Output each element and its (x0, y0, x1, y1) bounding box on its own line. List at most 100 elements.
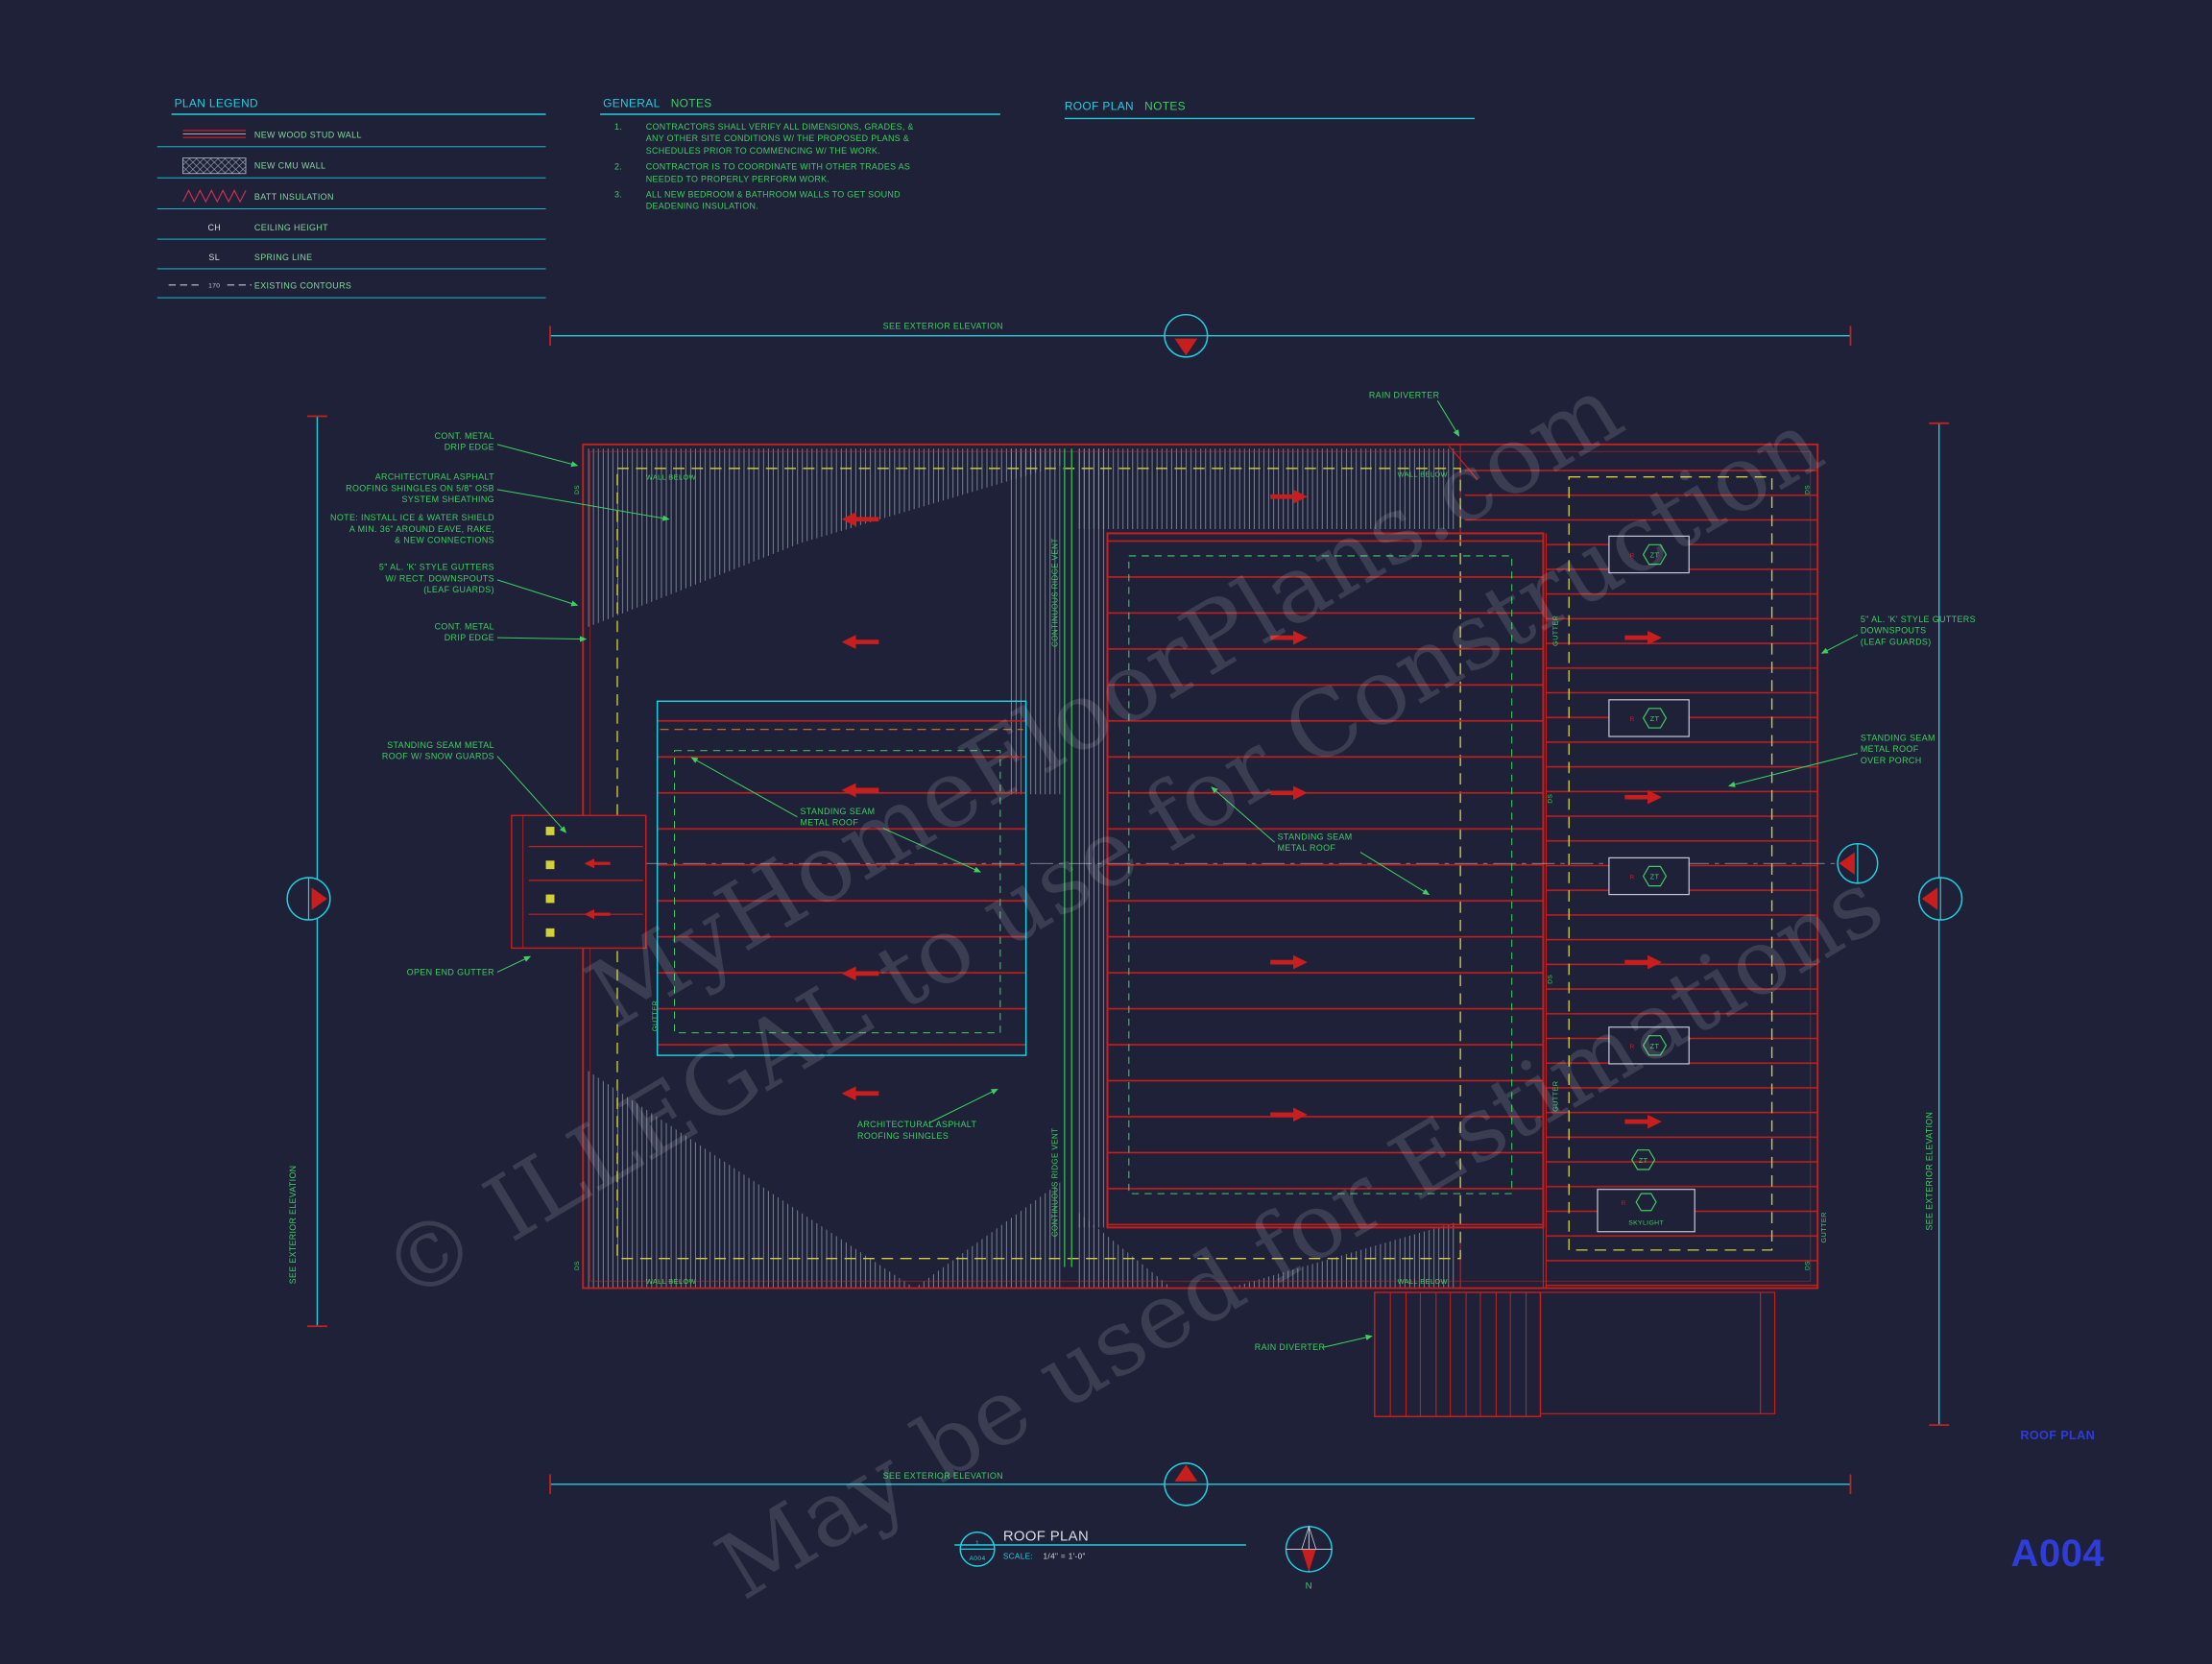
svg-text:R: R (1629, 1044, 1634, 1050)
standing-seam-roof-center (1106, 532, 1545, 1229)
svg-text:R: R (1622, 1200, 1626, 1207)
annotation-ssm-center: STANDING SEAM METAL ROOF (1211, 786, 1431, 896)
ridge-vent (1064, 448, 1073, 1267)
north-arrow-icon: N (1285, 1525, 1333, 1592)
svg-text:170: 170 (208, 283, 220, 290)
porch-deck (1539, 1291, 1776, 1414)
elevation-marker-icon (1837, 842, 1879, 884)
downspout-label: DS (1804, 1261, 1811, 1270)
skylight-label: SKYLIGHT (1628, 1219, 1664, 1226)
gutter-label: GUTTER (1819, 1212, 1828, 1242)
downspout-label: DS (574, 485, 581, 494)
general-note-item: 3.ALL NEW BEDROOM & BATHROOM WALLS TO GE… (614, 191, 901, 212)
detail-bubble: 1 A004 (959, 1531, 996, 1567)
skylight-box: R ZT (1608, 1026, 1690, 1065)
annotation-drip-edge-mid: CONT. METAL DRIP EDGE (435, 621, 588, 642)
cmu-wall-symbol-icon (182, 157, 247, 175)
svg-text:OPEN END GUTTER: OPEN END GUTTER (407, 967, 494, 977)
annotation-asphalt-shingles: ARCHITECTURAL ASPHALT ROOFING SHINGLES (857, 1088, 998, 1141)
left-bump-out (511, 814, 647, 950)
sheet-id: ROOF PLAN A004 (2010, 1429, 2104, 1575)
elevation-marker-icon (1918, 877, 1963, 921)
annotation-ssm-left: STANDING SEAM METAL ROOF (690, 757, 981, 873)
svg-text:R: R (1629, 552, 1634, 559)
svg-text:RAIN DIVERTER: RAIN DIVERTER (1255, 1342, 1326, 1352)
scale-value: 1/4" = 1'-0" (1044, 1553, 1086, 1561)
standing-seam-roof-left (656, 700, 1027, 1056)
svg-text:DOWNSPOUTS: DOWNSPOUTS (1861, 626, 1927, 636)
elevation-line-right: SEE EXTERIOR ELEVATION (1924, 422, 1950, 1426)
annotation-porch-roof: STANDING SEAM METAL ROOF OVER PORCH (1727, 733, 1935, 787)
annotation-snow-guards: STANDING SEAM METAL ROOF W/ SNOW GUARDS (382, 740, 567, 833)
svg-text:NOTE: INSTALL ICE & WATER SHIE: NOTE: INSTALL ICE & WATER SHIELD (330, 513, 494, 522)
elevation-marker-icon (1164, 1462, 1209, 1507)
svg-text:OVER PORCH: OVER PORCH (1861, 756, 1922, 765)
see-exterior-elevation-label: SEE EXTERIOR ELEVATION (883, 1471, 1003, 1481)
downspout-label: DS (1547, 975, 1553, 984)
downspout-label: DS (1547, 794, 1553, 804)
wall-below-label: WALL BELOW (646, 473, 696, 482)
legend-label: SPRING LINE (254, 253, 313, 262)
svg-text:ZT: ZT (1639, 1156, 1648, 1165)
slope-arrow-icon (841, 1086, 879, 1101)
legend-label: EXISTING CONTOURS (254, 281, 351, 291)
wood-stud-wall-symbol-icon (182, 130, 246, 138)
elevation-line-left: SEE EXTERIOR ELEVATION (288, 415, 327, 1328)
plan-legend-title: PLAN LEGEND (175, 97, 258, 110)
skylight-box: R ZT (1608, 856, 1690, 896)
svg-text:ZT: ZT (1650, 872, 1660, 880)
legend-key: CH (207, 223, 221, 232)
legend-label: BATT INSULATION (254, 192, 334, 202)
stairs (1374, 1291, 1542, 1417)
elevation-marker-icon (1164, 313, 1209, 358)
roof-drawing: R ZT R ZT R ZT R ZT (330, 390, 1976, 1417)
gutter-label: GUTTER (1551, 615, 1559, 646)
svg-text:ROOFING SHINGLES ON 5/8" OSB: ROOFING SHINGLES ON 5/8" OSB (346, 483, 494, 493)
rain-diverter-detail (1448, 445, 1479, 480)
svg-text:ARCHITECTURAL ASPHALT: ARCHITECTURAL ASPHALT (375, 472, 494, 482)
annotation-rain-diverter-bottom: RAIN DIVERTER (1255, 1334, 1373, 1352)
annotation-drip-edge-top: CONT. METAL DRIP EDGE (435, 431, 579, 468)
svg-text:DRIP EDGE: DRIP EDGE (445, 633, 494, 642)
existing-contours-symbol-icon: 170 (168, 283, 252, 290)
skylight-tag-icon: ZT (1631, 1149, 1656, 1170)
svg-text:SYSTEM SHEATHING: SYSTEM SHEATHING (402, 494, 494, 504)
svg-text:CONT. METAL: CONT. METAL (435, 621, 494, 631)
annotation-gutters-right: 5" AL. 'K' STYLE GUTTERS DOWNSPOUTS (LEA… (1820, 615, 1976, 654)
svg-text:CONT. METAL: CONT. METAL (435, 431, 494, 441)
svg-text:METAL ROOF: METAL ROOF (1861, 744, 1919, 754)
svg-text:& NEW CONNECTIONS: & NEW CONNECTIONS (395, 536, 494, 545)
see-exterior-elevation-label: SEE EXTERIOR ELEVATION (1924, 1112, 1934, 1231)
roof-plan-notes: ROOF PLAN NOTES (1065, 100, 1475, 120)
annotation-open-end-gutter: OPEN END GUTTER (407, 955, 532, 977)
annotation-ice-water-shield: NOTE: INSTALL ICE & WATER SHIELD A MIN. … (330, 513, 494, 544)
see-exterior-elevation-label: SEE EXTERIOR ELEVATION (288, 1166, 298, 1285)
gutter-label: GUTTER (651, 1001, 660, 1031)
svg-text:ROOFING SHINGLES: ROOFING SHINGLES (857, 1131, 949, 1141)
annotation-gutters-left: 5" AL. 'K' STYLE GUTTERS W/ RECT. DOWNSP… (379, 563, 579, 607)
svg-text:STANDING SEAM: STANDING SEAM (1278, 832, 1353, 841)
svg-text:STANDING SEAM: STANDING SEAM (800, 807, 875, 816)
svg-text:A MIN. 36" AROUND EAVE, RAKE,: A MIN. 36" AROUND EAVE, RAKE, (349, 524, 494, 534)
general-note-item: 1.CONTRACTORS SHALL VERIFY ALL DIMENSION… (614, 124, 914, 157)
downspout-label: DS (1804, 485, 1811, 494)
svg-text:ROOF W/ SNOW GUARDS: ROOF W/ SNOW GUARDS (382, 752, 494, 761)
skylight-box-labeled: R SKYLIGHT (1597, 1189, 1695, 1233)
ridge-vent-label: CONTINUOUS RIDGE VENT (1050, 538, 1059, 647)
svg-text:(LEAF GUARDS): (LEAF GUARDS) (423, 585, 494, 594)
svg-text:R: R (1629, 716, 1634, 723)
svg-text:1: 1 (975, 1540, 979, 1547)
svg-text:R: R (1629, 874, 1634, 880)
svg-text:ZT: ZT (1650, 1042, 1660, 1050)
gutter-label: GUTTER (1551, 1081, 1559, 1112)
elevation-marker-icon (286, 877, 331, 921)
batt-insulation-symbol-icon (181, 189, 247, 204)
plan-legend: PLAN LEGEND NEW WOOD STUD WALL NEW CMU W… (156, 97, 546, 299)
legend-key: SL (208, 253, 220, 262)
wall-below-label: WALL BELOW (1398, 1277, 1448, 1286)
svg-text:METAL ROOF: METAL ROOF (800, 818, 858, 828)
wall-below-label: WALL BELOW (1398, 470, 1448, 479)
svg-text:ARCHITECTURAL ASPHALT: ARCHITECTURAL ASPHALT (857, 1120, 976, 1129)
svg-text:(LEAF GUARDS): (LEAF GUARDS) (1861, 638, 1932, 647)
